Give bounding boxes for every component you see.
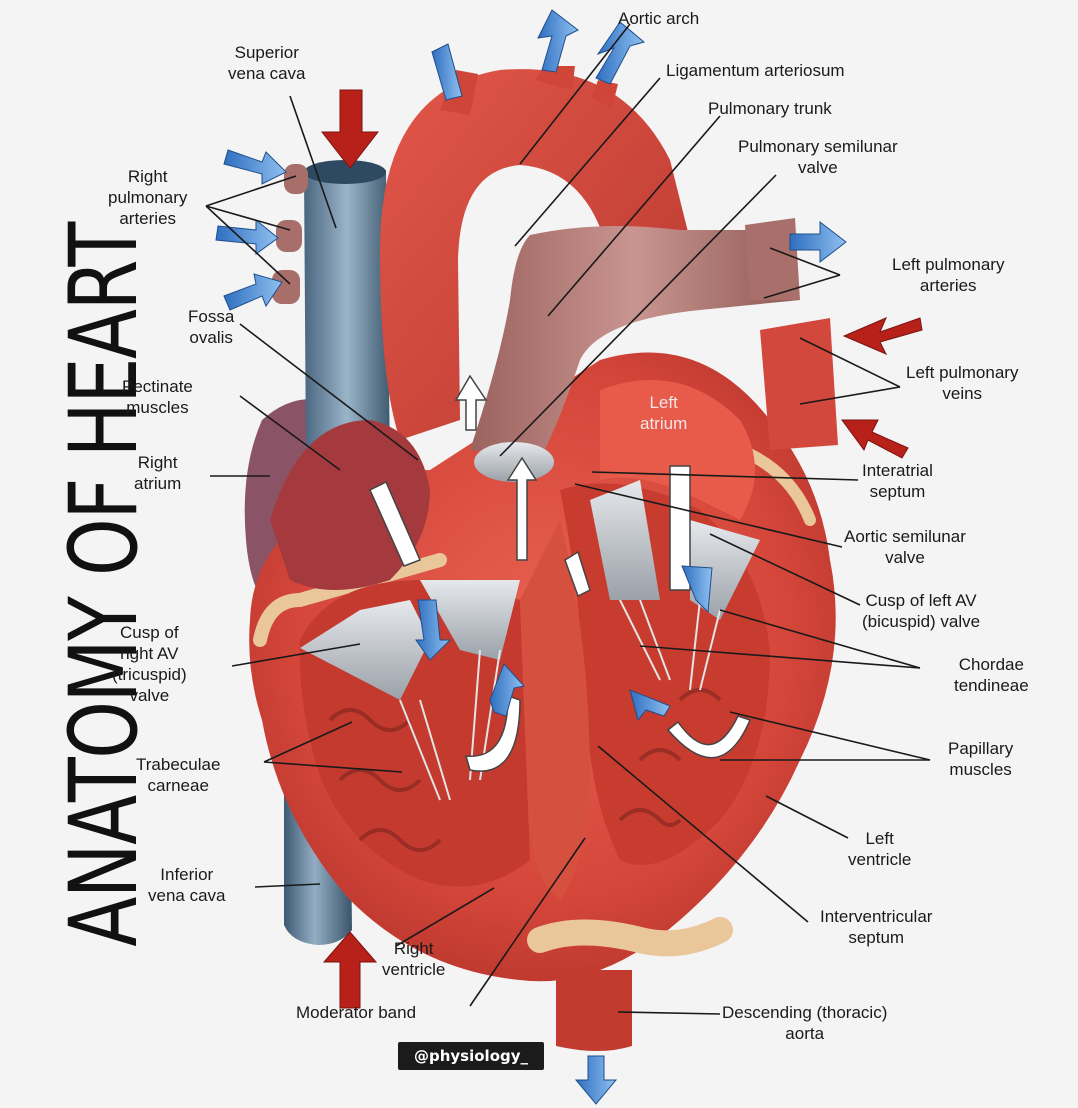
label-ligamentum-arteriosum: Ligamentum arteriosum	[666, 60, 845, 81]
superior-vena-cava-shape	[304, 170, 390, 460]
label-pulmonary-trunk: Pulmonary trunk	[708, 98, 832, 119]
watermark-badge: @physiology_	[398, 1042, 544, 1070]
descending-aorta-shape	[556, 970, 632, 1051]
apex-fat	[540, 930, 720, 943]
left-pulmonary-veins-shape	[760, 318, 838, 450]
label-moderator-band: Moderator band	[296, 1002, 416, 1023]
left-pulmonary-arteries-shape	[745, 218, 800, 300]
diagram-title: ANATOMY OF HEART	[50, 195, 160, 975]
label-descending-aorta: Descending (thoracic)aorta	[722, 1002, 887, 1044]
label-aortic-arch: Aortic arch	[618, 8, 699, 29]
label-cusp-left-av: Cusp of left AV(bicuspid) valve	[862, 590, 980, 632]
